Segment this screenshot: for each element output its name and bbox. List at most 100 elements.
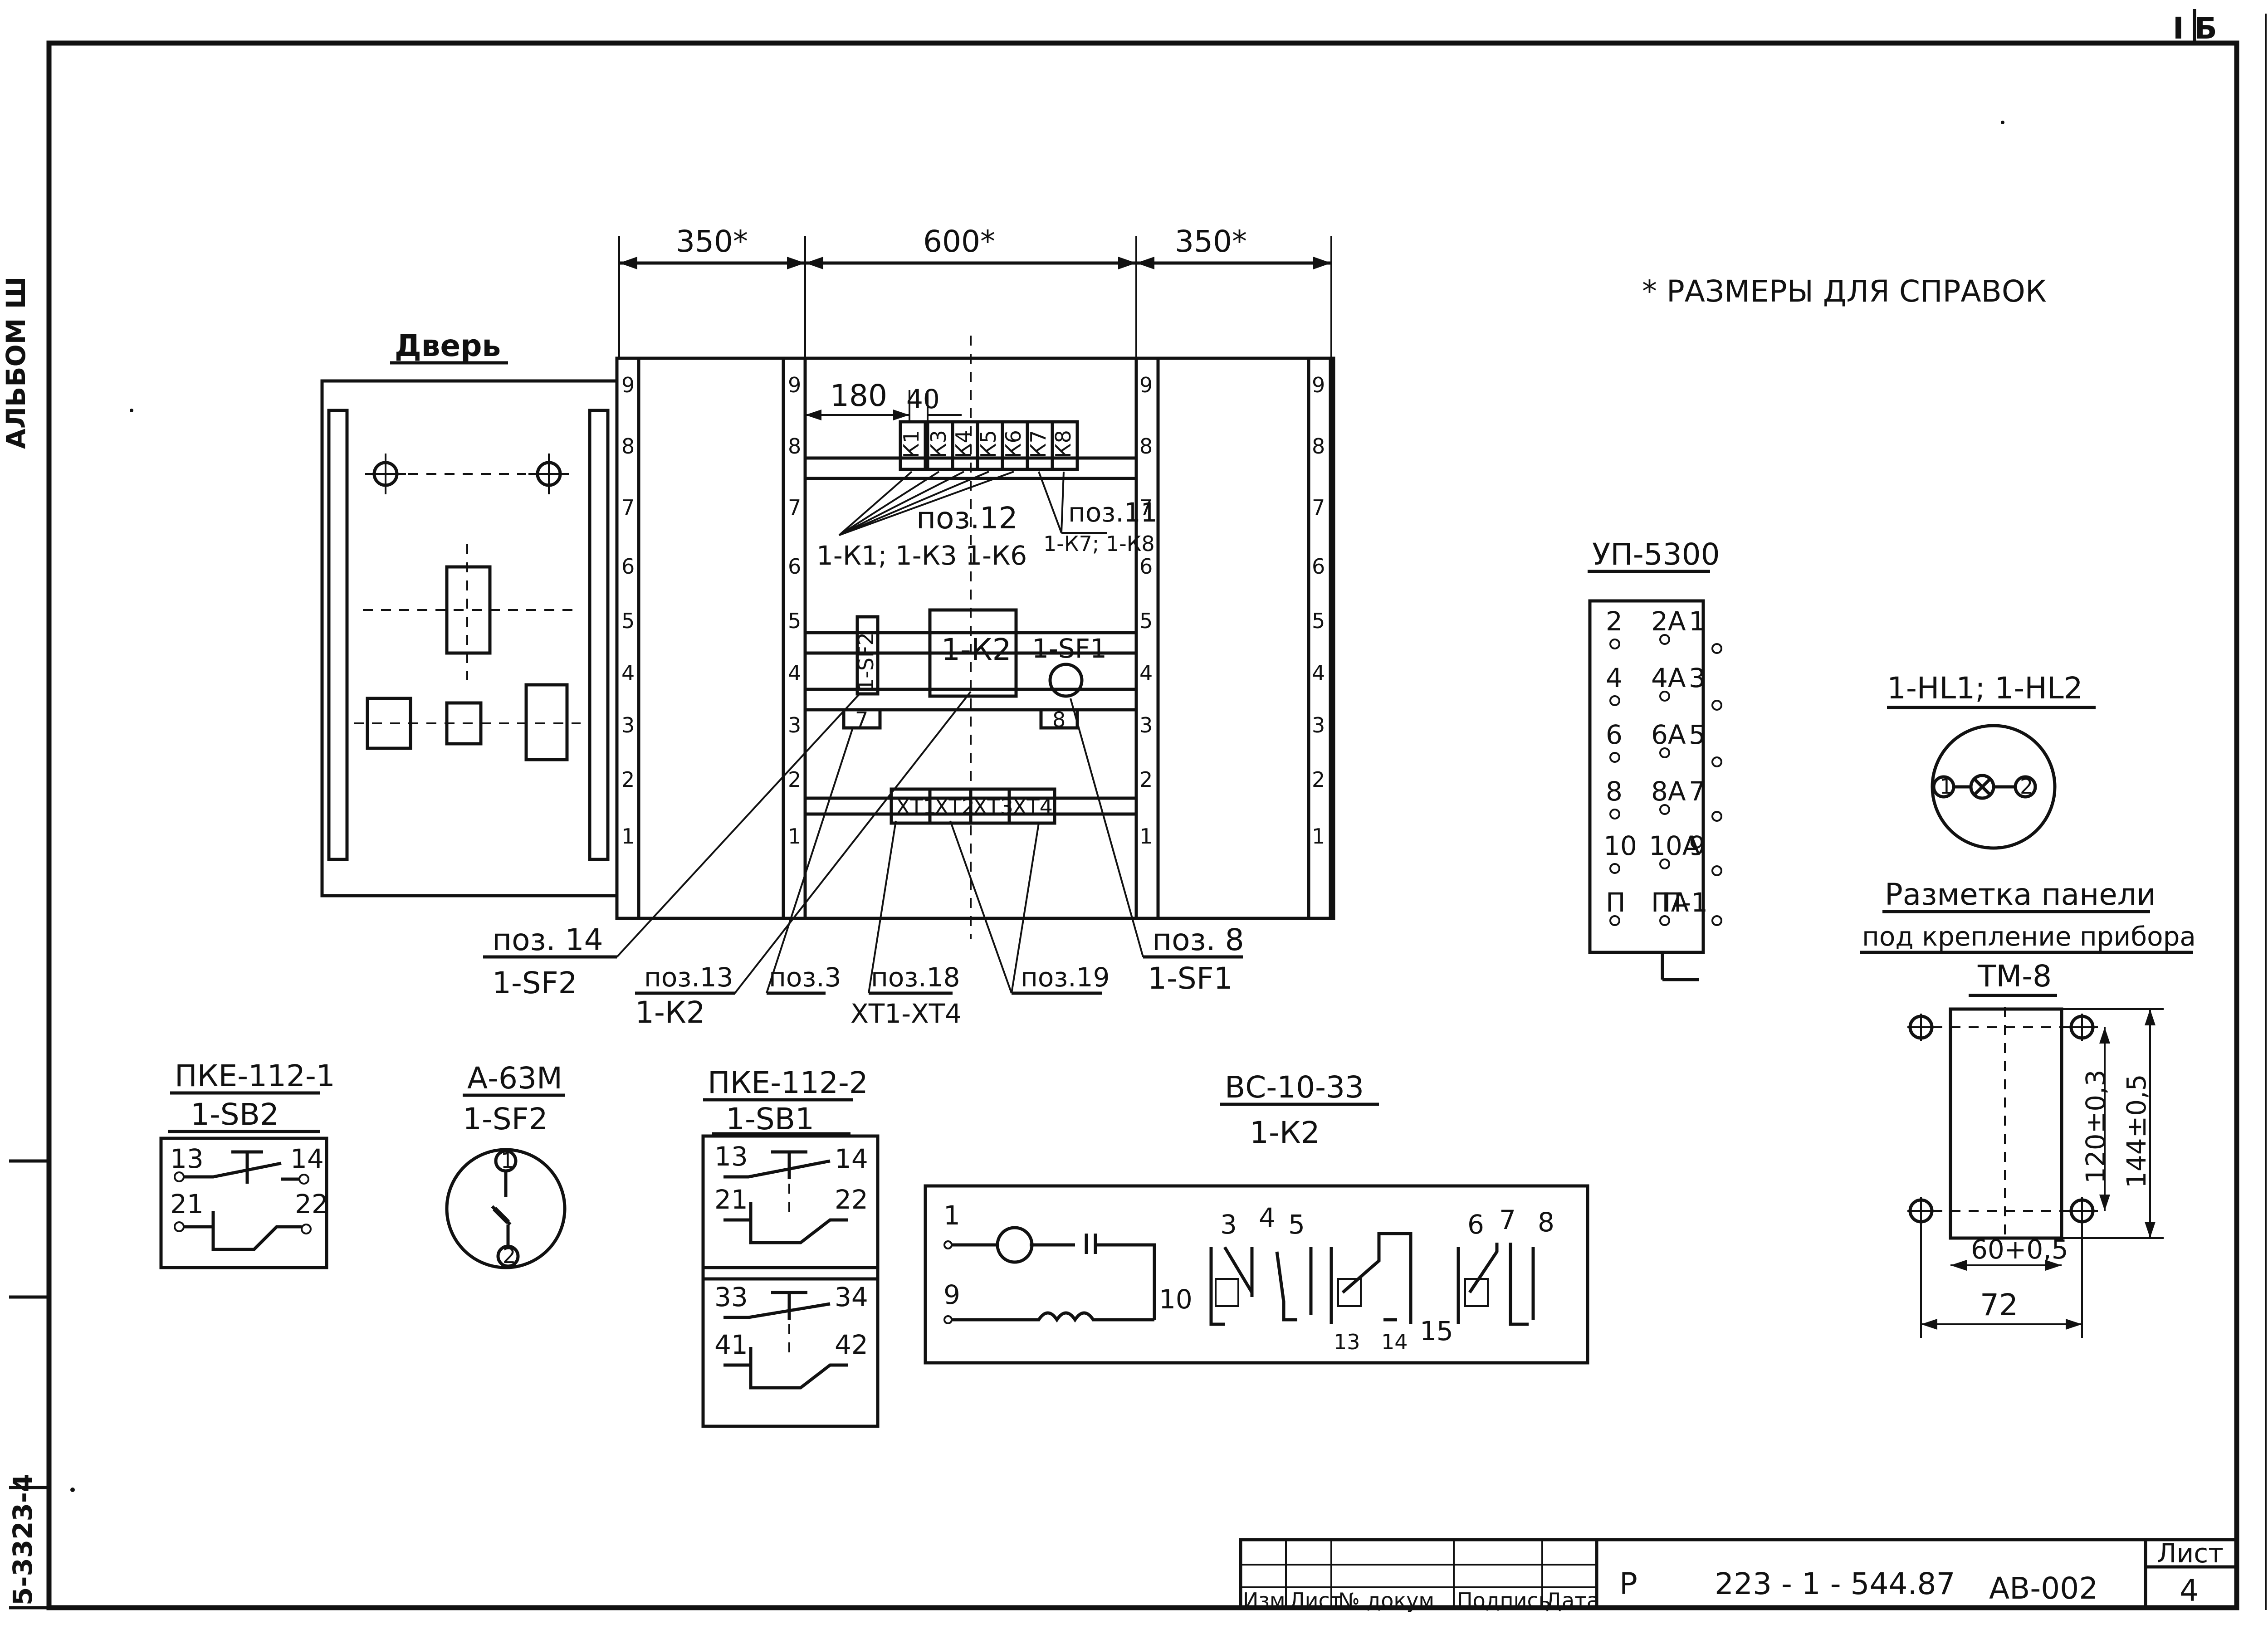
svg-text:4: 4 [1139,661,1153,685]
svg-text:7: 7 [1139,495,1153,520]
svg-text:1: 1 [788,824,801,849]
svg-text:7: 7 [1312,495,1325,520]
side-album-label: АЛЬБОМ Ш [0,277,31,449]
svg-text:9: 9 [788,373,801,397]
svg-text:21: 21 [714,1184,748,1215]
svg-text:4А: 4А [1651,663,1686,693]
dim-72: 72 [1980,1288,2018,1322]
title-sheet-number: 4 [2180,1573,2199,1608]
svg-text:22: 22 [835,1184,868,1215]
k2-label: 1-К2 [941,632,1012,667]
svg-text:8: 8 [1538,1207,1554,1238]
svg-text:4: 4 [1312,661,1325,685]
dim-left-350: 350* [676,224,748,259]
dim-144: 144±0,5 [2121,1074,2152,1188]
svg-text:6: 6 [1139,554,1153,579]
callout-poz14-sub: 1-SF2 [492,966,577,1000]
callout-poz14: поз. 14 [492,922,603,957]
svg-text:3: 3 [1312,713,1325,737]
rail-4 [1307,356,1332,920]
pke1-sub: 1-SB2 [191,1097,279,1132]
a63-title: А-63М [467,1061,562,1096]
svg-text:П: П [1606,887,1626,918]
svg-text:2: 2 [1606,606,1623,637]
panel-title-1: Разметка панели [1885,877,2156,912]
svg-text:7: 7 [1499,1205,1516,1235]
svg-text:3: 3 [1139,713,1153,737]
rail-1 [615,356,640,920]
sheet-frame [46,9,2267,1610]
pke2-title: ПКЕ-112-2 [708,1065,868,1100]
pke2-block: ПКЕ-112-2 1-SB1 13 14 21 22 33 34 41 42 [701,1065,880,1428]
svg-text:42: 42 [835,1329,868,1360]
svg-text:3: 3 [1689,663,1706,693]
svg-text:9: 9 [621,373,635,397]
reference-note: * РАЗМЕРЫ ДЛЯ СПРАВОК [1642,274,2047,309]
svg-text:1: 1 [1940,774,1953,799]
side-code-label: 5-3323-4 [7,1474,38,1605]
svg-text:5: 5 [1312,609,1325,633]
svg-text:5: 5 [1288,1209,1305,1240]
vs-block: ВС-10-33 1-К2 1 9 10 3 4 5 13 14 15 6 7 … [924,1070,1589,1365]
svg-text:4: 4 [788,661,801,685]
svg-text:14: 14 [290,1143,324,1174]
panel-marking-block: Разметка панели под крепление прибора ТМ… [1860,877,2196,1338]
svg-text:10: 10 [1159,1284,1193,1315]
svg-text:4: 4 [621,661,635,685]
title-code: АВ-002 [1989,1571,2098,1606]
callout-poz19: поз.19 [1021,962,1110,993]
svg-text:9: 9 [943,1279,960,1310]
svg-text:6А: 6А [1651,719,1686,750]
title-column-sign: Подпись [1457,1588,1551,1613]
dim-right-350: 350* [1175,224,1247,259]
svg-text:К5: К5 [976,430,1001,458]
dim-60: 60+0,5 [1971,1234,2068,1265]
sf2-label: 1-SF2 [854,632,878,692]
cabinet-drawing: 350* 600* 350* Дверь 9 8 [320,224,1335,939]
svg-text:33: 33 [714,1282,748,1312]
svg-text:10А: 10А [1649,830,1701,861]
svg-text:1: 1 [1139,824,1153,849]
svg-text:8: 8 [621,434,635,458]
callout-poz13: поз.13 [644,962,733,993]
svg-text:8: 8 [788,434,801,458]
svg-text:2: 2 [1312,767,1325,792]
callout-poz18-sub: ХТ1-ХТ4 [850,998,962,1029]
vs-title: ВС-10-33 [1225,1070,1364,1105]
top-corner-label: I Б [2173,11,2217,46]
svg-text:6: 6 [621,554,635,579]
svg-text:13: 13 [170,1143,204,1174]
svg-text:9: 9 [1139,373,1153,397]
svg-text:1: 1 [1312,824,1325,849]
svg-text:2: 2 [2020,774,2033,799]
title-column-date: Дата [1545,1588,1599,1613]
svg-text:5: 5 [788,609,801,633]
svg-text:5: 5 [1689,719,1706,750]
svg-text:К7: К7 [1026,430,1051,458]
dim-40: 40 [906,384,940,415]
relay-row: К1 К3 К4 К5 К6 К7 К8 [899,420,1079,471]
svg-text:1: 1 [943,1200,960,1231]
svg-text:К8: К8 [1051,430,1075,458]
callout-poz11: поз.11 [1068,497,1158,528]
margin-ticks [9,1159,49,1610]
svg-text:К1: К1 [899,430,924,458]
door-label: Дверь [395,328,501,363]
svg-text:5: 5 [1139,609,1153,633]
svg-text:6: 6 [1606,719,1623,750]
pke1-title: ПКЕ-112-1 [175,1058,335,1093]
a63-sub: 1-SF2 [463,1102,548,1136]
svg-text:13: 13 [1334,1330,1360,1354]
svg-text:ПА: ПА [1651,887,1689,918]
callout-poz3: поз.3 [769,962,841,993]
title-block: Изм Лист № докум Подпись Дата Р 223 - 1 … [1239,1538,2238,1613]
svg-text:1: 1 [1689,606,1706,637]
panel-device: ТМ-8 [1977,959,2052,994]
svg-text:13: 13 [714,1141,748,1172]
vs-sub: 1-К2 [1250,1115,1320,1150]
svg-text:3: 3 [621,713,635,737]
callout-poz11-sub: 1-К7; 1-К8 [1043,532,1155,556]
svg-text:9: 9 [1689,830,1706,861]
svg-text:9: 9 [1312,373,1325,397]
